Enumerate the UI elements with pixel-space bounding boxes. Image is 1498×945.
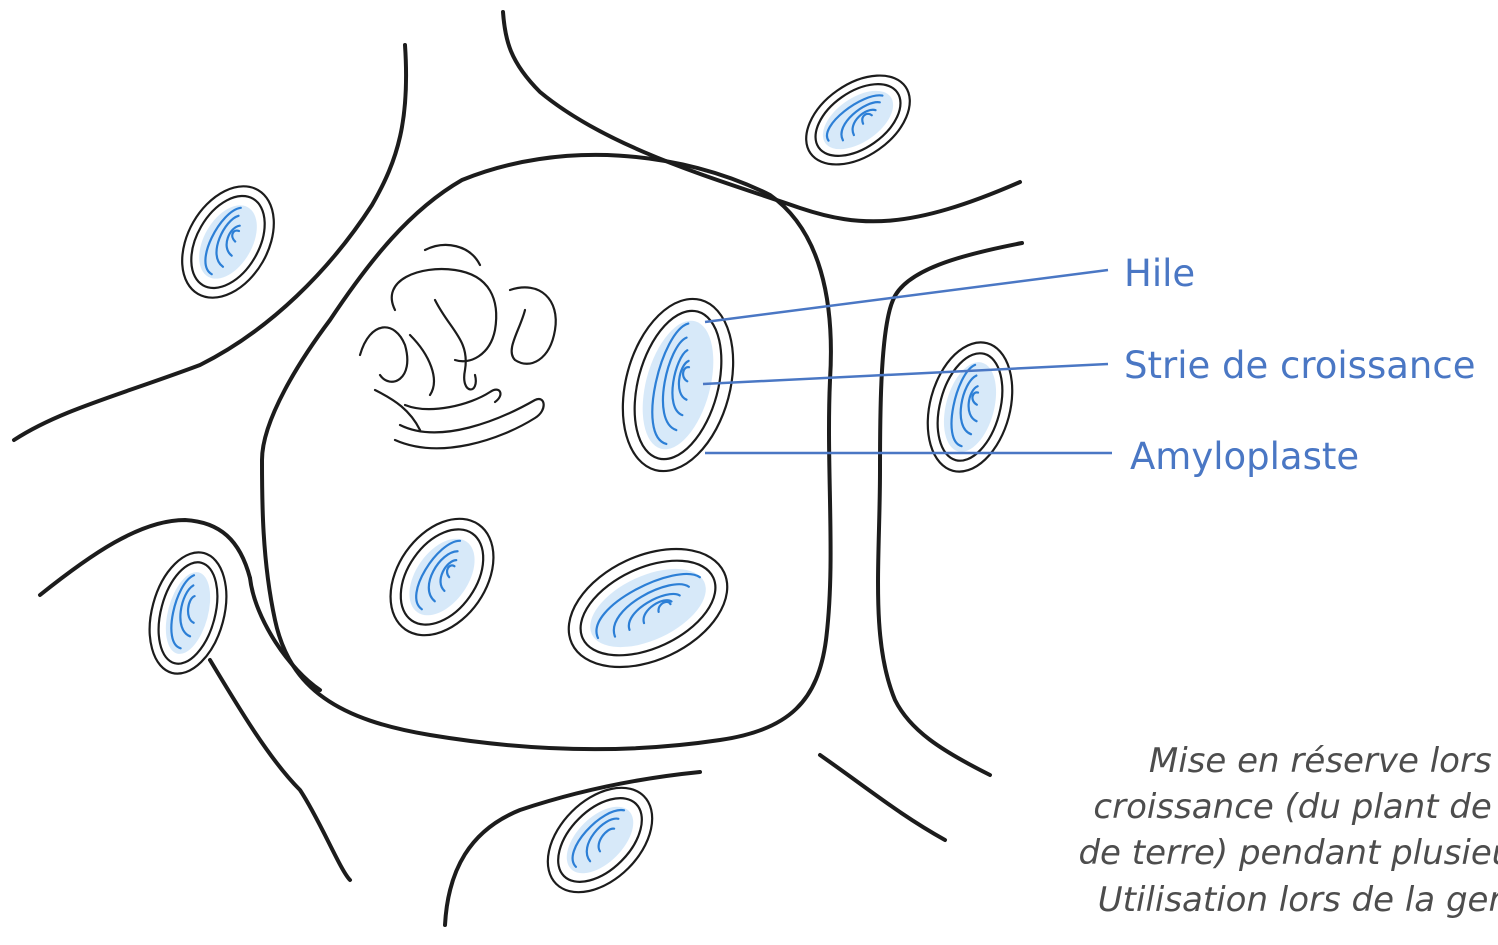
label-strie-de-croissance: Strie de croissance: [1124, 347, 1475, 384]
wall-center-left: [250, 578, 320, 690]
caption: Mise en réserve lors de croissance (du p…: [985, 738, 1498, 923]
label-amyloplaste: Amyloplaste: [1130, 438, 1359, 475]
wall-left-lower: [40, 520, 250, 595]
amyloplast-center-left: [369, 499, 515, 654]
wall-bottom-right: [820, 755, 945, 840]
caption-line-4: Utilisation lors de la germi: [985, 877, 1498, 923]
caption-line-1: Mise en réserve lors de: [985, 738, 1498, 784]
amyloplasts: [137, 57, 1026, 912]
amyloplast-left-top: [163, 170, 292, 314]
amyloplast-right: [914, 333, 1025, 481]
leader-strie: [703, 364, 1108, 384]
amyloplast-top: [790, 57, 926, 183]
wall-right-outer: [878, 243, 1022, 775]
caption-line-3: de terre) pendant plusieurs: [985, 830, 1498, 876]
label-hile: Hile: [1124, 255, 1195, 292]
cell-walls: [14, 12, 1022, 925]
wall-bottom-left: [210, 660, 350, 880]
leader-hile: [705, 270, 1108, 322]
nucleus: [360, 245, 556, 448]
leader-lines: [703, 270, 1112, 453]
caption-line-2: croissance (du plant de po: [985, 784, 1498, 830]
amyloplast-center-bottom: [550, 525, 746, 690]
amyloplast-left-lower: [137, 544, 239, 682]
